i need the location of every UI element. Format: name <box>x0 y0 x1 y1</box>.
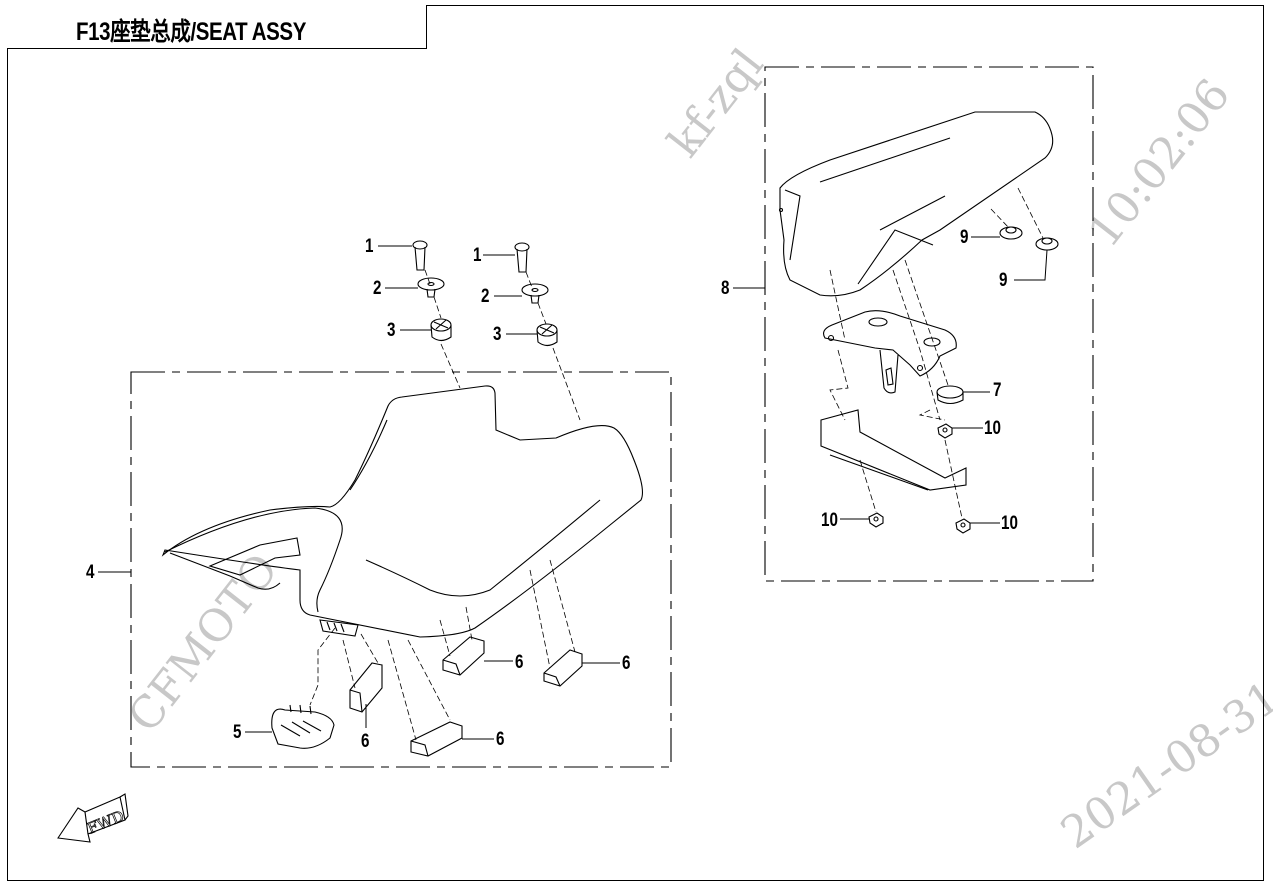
rear-seat-part-8 <box>778 111 1054 297</box>
callout-2[interactable]: 2 <box>481 286 490 307</box>
callout-3[interactable]: 3 <box>493 324 502 345</box>
front-seat-group-box <box>130 371 672 768</box>
callout-3[interactable]: 3 <box>387 320 396 341</box>
nut-part-10-b <box>868 512 884 528</box>
callout-10[interactable]: 10 <box>984 418 1001 439</box>
seat-bracket <box>823 310 957 394</box>
nut-part-10-c <box>955 518 971 534</box>
title-block <box>7 5 427 49</box>
rubber-plug-part-9-a <box>990 208 1023 240</box>
callout-1[interactable]: 1 <box>473 245 482 266</box>
front-seat-part-4 <box>161 385 643 638</box>
callout-10[interactable]: 10 <box>1001 513 1018 534</box>
callout-6[interactable]: 6 <box>515 652 524 673</box>
bushing-part-7 <box>936 385 964 405</box>
callout-6[interactable]: 6 <box>361 731 370 752</box>
washer-part-2-left <box>417 277 445 298</box>
slide-part-6-a <box>342 633 383 713</box>
callout-5[interactable]: 5 <box>233 722 242 743</box>
drawing-frame <box>7 5 1264 881</box>
clip-part-5 <box>271 627 336 749</box>
callout-9[interactable]: 9 <box>960 227 969 248</box>
screw-part-1-right <box>514 242 530 273</box>
nut-part-10-a <box>937 423 953 439</box>
leader-lines <box>98 236 1048 740</box>
screw-part-1-left <box>412 240 428 271</box>
slide-part-6-c <box>529 559 583 687</box>
callout-1[interactable]: 1 <box>365 236 374 257</box>
callout-9[interactable]: 9 <box>999 270 1008 291</box>
fwd-label: FWD <box>85 807 127 838</box>
rear-seat-group-box <box>764 66 1094 582</box>
page-title: F13座垫总成/SEAT ASSY <box>76 18 306 46</box>
rubber-plug-part-9-b <box>1017 187 1059 251</box>
slide-part-6-b <box>439 606 485 676</box>
callout-2[interactable]: 2 <box>373 278 382 299</box>
fwd-arrow-icon: FWD <box>57 793 129 843</box>
callout-7[interactable]: 7 <box>993 380 1002 401</box>
grommet-part-3-left <box>430 318 452 342</box>
callout-6[interactable]: 6 <box>622 653 631 674</box>
grommet-part-3-right <box>536 323 558 347</box>
rear-cover <box>820 409 967 491</box>
callout-8[interactable]: 8 <box>721 278 730 299</box>
callout-6[interactable]: 6 <box>496 729 505 750</box>
callout-10[interactable]: 10 <box>821 510 838 531</box>
slide-part-6-d <box>387 639 463 757</box>
callout-4[interactable]: 4 <box>86 562 95 583</box>
washer-part-2-right <box>521 283 549 304</box>
